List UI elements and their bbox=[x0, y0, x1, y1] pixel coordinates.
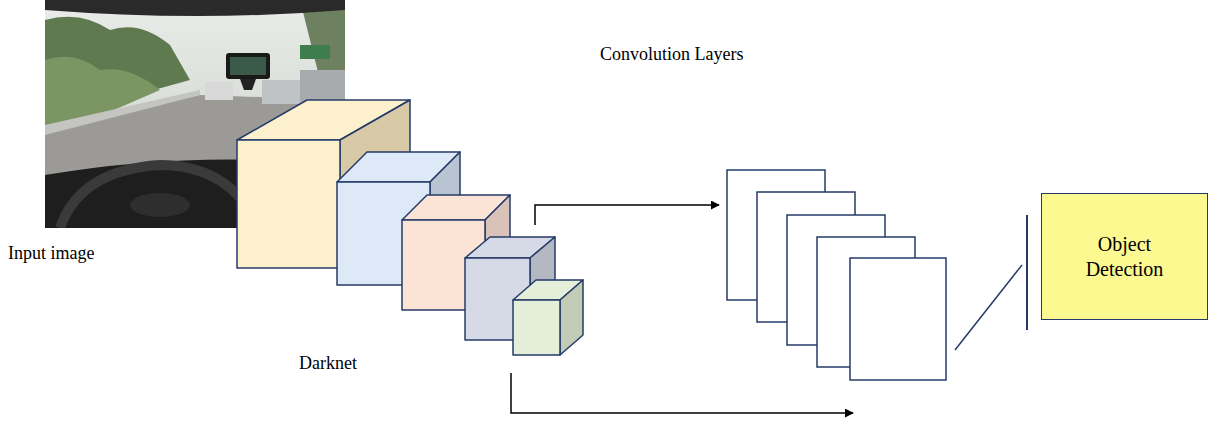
output-box: Object Detection bbox=[1041, 193, 1208, 320]
bracket-bar bbox=[1026, 215, 1028, 330]
darknet-cubes bbox=[237, 100, 583, 355]
flow-arrow bbox=[511, 373, 853, 413]
convolution-pages bbox=[727, 170, 946, 380]
cube bbox=[513, 280, 583, 355]
section-label: Input image bbox=[8, 243, 94, 265]
feature-map bbox=[850, 258, 946, 380]
leader-line bbox=[955, 265, 1022, 350]
section-label: Darknet bbox=[299, 353, 357, 375]
flow-arrow bbox=[535, 205, 719, 225]
box-label: Object Detection bbox=[1070, 232, 1180, 282]
section-label: Convolution Layers bbox=[600, 44, 743, 66]
